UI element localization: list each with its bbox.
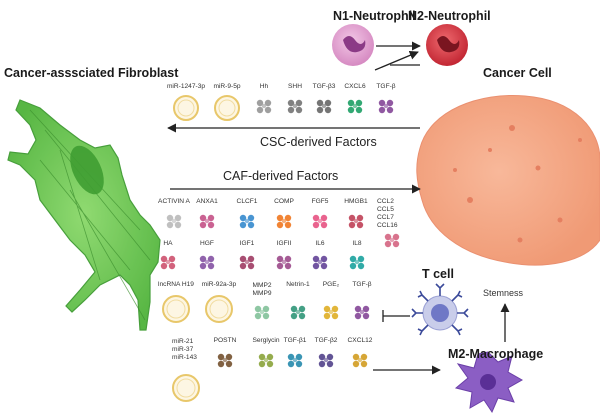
caf-factors-label: CAF-derived Factors (223, 169, 339, 183)
pge-molecule-icon (323, 305, 339, 320)
n1-neutrophil-icon (332, 24, 374, 66)
t-cell-label: T cell (422, 267, 454, 281)
factor-label: POSTN (213, 337, 237, 344)
factor-label: FGF5 (311, 198, 329, 205)
factor-label: Hh (259, 83, 269, 90)
igfii-molecule-icon (276, 255, 292, 270)
shh-molecule-icon (287, 99, 303, 114)
mir-92a-3p-vesicle-icon (205, 295, 233, 323)
il6-molecule-icon (312, 255, 328, 270)
factor-label: HMGB1 (344, 198, 368, 205)
stemness-label: Stemness (483, 288, 524, 298)
flow-arrows (167, 41, 510, 375)
tgf-molecule-icon (378, 99, 394, 114)
activin-a-molecule-icon (166, 214, 182, 229)
factor-label: PGE₂ (322, 281, 340, 288)
ccl-label: CCL16 (377, 222, 398, 229)
factor-label: miR-92a-3p (201, 281, 237, 288)
factor-label: miR-1247-3p (166, 83, 206, 90)
fibroblast-label: Cancer-asssciated Fibroblast (4, 66, 179, 80)
ha-molecule-icon (160, 255, 176, 270)
fgf5-molecule-icon (312, 214, 328, 229)
hmgb1-molecule-icon (348, 214, 364, 229)
factor-label: miR-21 miR-37 miR-143 (172, 338, 197, 362)
factor-label: HA (163, 240, 173, 247)
factor-label: CXCL12 (347, 337, 373, 344)
factor-label: TGF-β3 (312, 83, 336, 90)
hh-molecule-icon (256, 99, 272, 114)
tgf-1-molecule-icon (287, 353, 303, 368)
cxcl6-molecule-icon (347, 99, 363, 114)
factor-label: TGF-β (376, 83, 396, 90)
fibroblast-cell-icon (7, 99, 161, 331)
factor-label: ACTIVIN A (158, 198, 190, 205)
m2-macrophage-label: M2-Macrophage (448, 347, 544, 361)
comp-molecule-icon (276, 214, 292, 229)
factor-label: TGF-β2 (314, 337, 338, 344)
clcf1-molecule-icon (239, 214, 255, 229)
cancer-cell-icon (416, 94, 600, 266)
ccl-label: CCL7 (377, 214, 394, 221)
t-cell-icon (411, 283, 469, 336)
ccl-label: CCL5 (377, 206, 394, 213)
ccl-label: CCL2 (377, 198, 394, 205)
tgf-molecule-icon (354, 305, 370, 320)
tgf-3-molecule-icon (316, 99, 332, 114)
mir-21-mir-37-mir-143-vesicle-icon (172, 374, 200, 402)
anxa1-molecule-icon (199, 214, 215, 229)
factor-label: IGFII (276, 240, 292, 247)
factor-label: IL6 (315, 240, 325, 247)
n2-neutrophil-label: N2-Neutrophil (408, 9, 491, 23)
factor-label: SHH (288, 83, 302, 90)
factor-label: IL8 (352, 240, 362, 247)
factor-label: Netrin-1 (286, 281, 310, 288)
tgf-2-molecule-icon (318, 353, 334, 368)
serglycin-molecule-icon (258, 353, 274, 368)
factor-label: lncRNA H19 (158, 281, 194, 288)
igf1-molecule-icon (239, 255, 255, 270)
factor-label: ANXA1 (196, 198, 218, 205)
factor-label: CLCF1 (236, 198, 258, 205)
factor-label: TGF-β (352, 281, 372, 288)
postn-molecule-icon (217, 353, 233, 368)
m2-macrophage-icon (454, 351, 524, 414)
ccl-molecule-icon (384, 233, 400, 248)
cancer-cell-label: Cancer Cell (483, 66, 552, 80)
factor-label: TGF-β1 (283, 337, 307, 344)
factor-label: IGF1 (239, 240, 255, 247)
cxcl12-molecule-icon (352, 353, 368, 368)
netrin-1-molecule-icon (290, 305, 306, 320)
hgf-molecule-icon (199, 255, 215, 270)
n2-neutrophil-icon (426, 24, 468, 66)
il8-molecule-icon (349, 255, 365, 270)
factor-label: miR-9-5p (213, 83, 241, 90)
mir-9-5p-vesicle-icon (214, 95, 240, 121)
factor-label: Serglycin (252, 337, 280, 344)
csc-factors-label: CSC-derived Factors (260, 135, 377, 149)
factor-label: COMP (274, 198, 294, 205)
factor-label: CXCL6 (344, 83, 366, 90)
factor-label: HGF (200, 240, 214, 247)
lncrna-h19-vesicle-icon (162, 295, 190, 323)
mmp2-mmp9-molecule-icon (254, 305, 270, 320)
mir-1247-3p-vesicle-icon (173, 95, 199, 121)
factor-label: MMP2 MMP9 (252, 282, 272, 298)
n1-neutrophil-label: N1-Neutrophil (333, 9, 416, 23)
